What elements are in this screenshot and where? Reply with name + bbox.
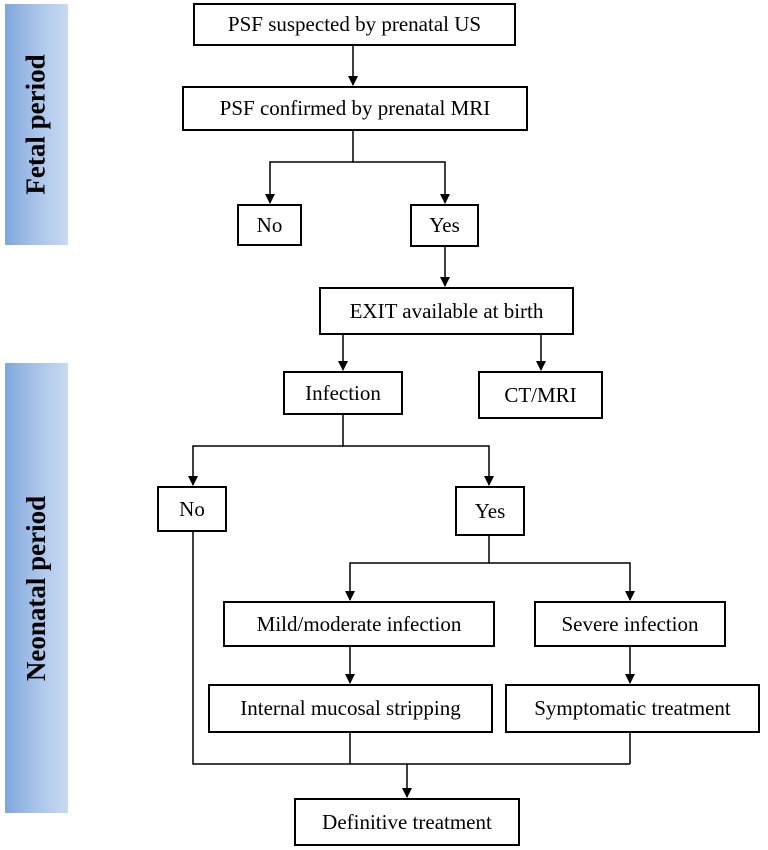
node-yes-fetal: Yes	[410, 204, 479, 247]
node-ct-mri: CT/MRI	[478, 371, 603, 419]
merge-line-no	[192, 532, 630, 765]
node-no-fetal-label: No	[256, 212, 283, 237]
node-exit-available-label: EXIT available at birth	[349, 298, 544, 323]
node-psf-suspected-label: PSF suspected by prenatal US	[227, 12, 482, 36]
node-definitive-treatment-label: Definitive treatment	[322, 809, 492, 834]
node-psf-confirmed: PSF confirmed by prenatal MRI	[182, 86, 528, 131]
branch-line-infection-no	[188, 415, 344, 486]
node-symptomatic-treatment: Symptomatic treatment	[505, 684, 760, 733]
node-psf-confirmed-label: PSF confirmed by prenatal MRI	[219, 96, 491, 120]
node-no-neonatal-label: No	[179, 496, 205, 521]
node-yes-neonatal-label: Yes	[474, 498, 506, 523]
branch-line-yes-severe	[489, 562, 635, 601]
node-ct-mri-label: CT/MRI	[504, 382, 577, 407]
node-no-neonatal: No	[157, 486, 227, 532]
node-exit-available: EXIT available at birth	[319, 287, 574, 335]
fetal-period-band: Fetal period	[5, 4, 68, 245]
node-infection: Infection	[283, 371, 403, 415]
branch-line-confirmed-yes	[353, 161, 450, 204]
node-mild-moderate-infection: Mild/moderate infection	[223, 601, 495, 647]
node-internal-mucosal-stripping-label: Internal mucosal stripping	[240, 696, 461, 720]
branch-line-confirmed	[265, 131, 354, 204]
node-symptomatic-treatment-label: Symptomatic treatment	[534, 696, 731, 720]
node-no-fetal: No	[237, 204, 302, 246]
branch-line-infection-yes	[343, 445, 494, 486]
node-yes-fetal-label: Yes	[429, 213, 460, 237]
node-severe-infection: Severe infection	[534, 601, 726, 647]
neonatal-period-band: Neonatal period	[5, 363, 68, 813]
node-severe-infection-label: Severe infection	[561, 611, 699, 636]
node-internal-mucosal-stripping: Internal mucosal stripping	[208, 684, 493, 733]
node-yes-neonatal: Yes	[455, 486, 525, 536]
branch-line-yes-mild	[345, 536, 490, 601]
node-psf-suspected: PSF suspected by prenatal US	[193, 3, 516, 46]
node-infection-label: Infection	[305, 380, 381, 405]
node-mild-moderate-infection-label: Mild/moderate infection	[256, 611, 462, 636]
node-definitive-treatment: Definitive treatment	[294, 798, 520, 846]
